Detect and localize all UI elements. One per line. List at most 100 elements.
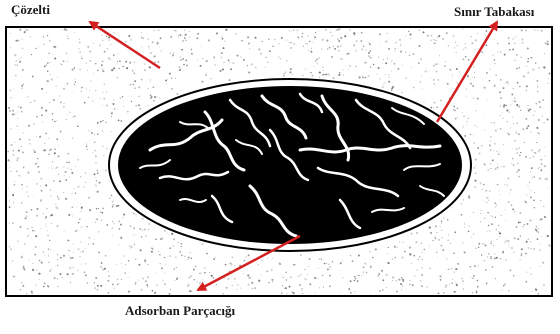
speckle-dot <box>471 36 472 37</box>
speckle-dot <box>286 279 287 280</box>
speckle-dot <box>71 258 73 260</box>
speckle-dot <box>28 173 29 174</box>
speckle-dot <box>27 236 28 237</box>
speckle-dot <box>352 260 354 262</box>
speckle-dot <box>441 277 442 278</box>
speckle-dot <box>9 206 11 208</box>
speckle-dot <box>485 35 486 36</box>
speckle-dot <box>439 55 440 56</box>
speckle-dot <box>536 142 537 143</box>
speckle-dot <box>48 262 49 263</box>
speckle-dot <box>181 246 182 247</box>
speckle-dot <box>75 230 76 231</box>
speckle-dot <box>340 37 342 39</box>
speckle-dot <box>520 152 521 153</box>
speckle-dot <box>340 270 341 271</box>
speckle-dot <box>63 255 65 257</box>
speckle-dot <box>526 272 527 273</box>
speckle-dot <box>187 52 188 53</box>
speckle-dot <box>169 73 171 75</box>
speckle-dot <box>23 84 24 85</box>
speckle-dot <box>232 62 234 64</box>
speckle-dot <box>456 52 457 53</box>
speckle-dot <box>326 74 327 75</box>
speckle-dot <box>171 88 173 90</box>
speckle-dot <box>536 230 538 232</box>
speckle-dot <box>278 43 279 44</box>
speckle-dot <box>112 206 113 207</box>
speckle-dot <box>10 47 11 48</box>
speckle-dot <box>402 64 403 65</box>
speckle-dot <box>342 260 343 261</box>
speckle-dot <box>462 278 463 279</box>
speckle-dot <box>395 42 397 44</box>
speckle-dot <box>73 92 74 93</box>
speckle-dot <box>50 190 51 191</box>
speckle-dot <box>246 256 248 258</box>
speckle-dot <box>314 36 316 38</box>
speckle-dot <box>154 96 156 98</box>
speckle-dot <box>497 184 499 186</box>
speckle-dot <box>159 98 160 99</box>
speckle-dot <box>385 62 387 64</box>
speckle-dot <box>113 67 115 69</box>
speckle-dot <box>454 281 455 282</box>
speckle-dot <box>102 69 103 70</box>
speckle-dot <box>13 276 15 278</box>
speckle-dot <box>43 43 45 45</box>
speckle-dot <box>78 48 79 49</box>
speckle-dot <box>514 97 516 99</box>
speckle-dot <box>340 58 342 60</box>
speckle-dot <box>522 128 524 130</box>
speckle-dot <box>354 34 356 36</box>
speckle-dot <box>86 146 88 148</box>
speckle-dot <box>527 71 529 73</box>
speckle-dot <box>448 234 449 235</box>
speckle-dot <box>449 284 450 285</box>
speckle-dot <box>443 217 444 218</box>
speckle-dot <box>81 207 83 209</box>
speckle-dot <box>448 45 450 47</box>
speckle-dot <box>54 148 56 150</box>
speckle-dot <box>502 252 503 253</box>
speckle-dot <box>436 40 437 41</box>
speckle-dot <box>518 221 520 223</box>
speckle-dot <box>129 84 131 86</box>
speckle-dot <box>319 287 320 288</box>
speckle-dot <box>274 39 276 41</box>
speckle-dot <box>106 148 108 150</box>
speckle-dot <box>96 208 97 209</box>
speckle-dot <box>169 247 171 249</box>
speckle-dot <box>182 58 184 60</box>
speckle-dot <box>343 74 344 75</box>
speckle-dot <box>358 255 360 257</box>
speckle-dot <box>47 62 49 64</box>
speckle-dot <box>109 40 110 41</box>
speckle-dot <box>213 56 215 58</box>
speckle-dot <box>435 225 437 227</box>
speckle-dot <box>363 266 365 268</box>
speckle-dot <box>271 269 272 270</box>
speckle-dot <box>90 60 91 61</box>
speckle-dot <box>191 49 192 50</box>
speckle-dot <box>27 96 29 98</box>
speckle-dot <box>389 77 390 78</box>
speckle-dot <box>10 171 11 172</box>
speckle-dot <box>468 195 470 197</box>
speckle-dot <box>85 172 86 173</box>
speckle-dot <box>17 112 18 113</box>
speckle-dot <box>488 170 489 171</box>
speckle-dot <box>527 185 528 186</box>
speckle-dot <box>547 235 549 237</box>
speckle-dot <box>378 273 380 275</box>
speckle-dot <box>23 266 25 268</box>
speckle-dot <box>278 56 280 58</box>
speckle-dot <box>20 226 22 228</box>
speckle-dot <box>496 257 498 259</box>
speckle-dot <box>33 230 34 231</box>
speckle-dot <box>476 291 478 293</box>
speckle-dot <box>77 248 79 250</box>
speckle-dot <box>222 47 224 49</box>
speckle-dot <box>113 99 114 100</box>
speckle-dot <box>88 244 89 245</box>
